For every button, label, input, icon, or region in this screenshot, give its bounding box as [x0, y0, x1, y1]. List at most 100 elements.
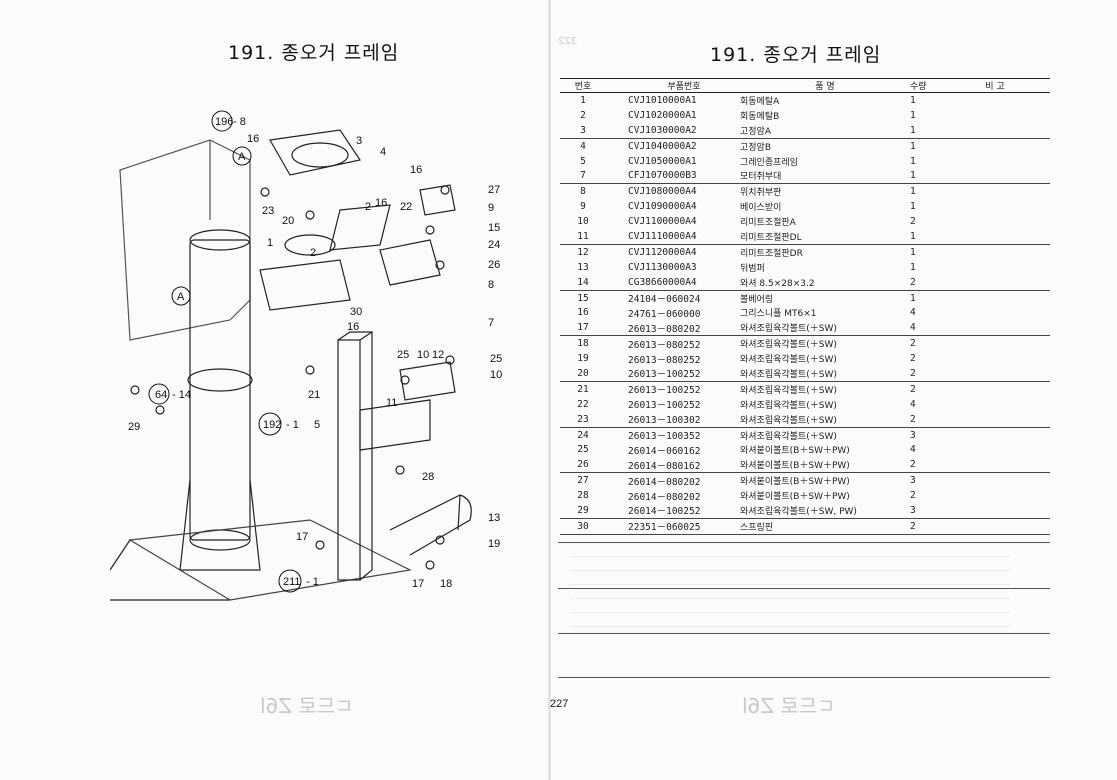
cell-part-name: 회동메탈A	[740, 96, 780, 107]
cell-quantity: 2	[910, 353, 916, 365]
bleed-through-text: ㄷ드로 Z6l	[742, 694, 836, 718]
cell-remarks	[940, 336, 1050, 351]
cell-no: 29	[560, 503, 606, 519]
cell-quantity: 2	[910, 518, 940, 535]
callout-label: A	[177, 291, 185, 303]
cell-part-number: 26013－100252	[628, 385, 701, 397]
cell-remarks	[940, 260, 1050, 275]
cell-part-name: 와셔조립육각볼트(＋SW)	[740, 431, 837, 442]
cell-part-number: CVJ1030000A2	[606, 122, 740, 139]
bleed-through-text: ㄷ드로 Z6l	[260, 694, 354, 718]
page-number: 227	[550, 698, 569, 710]
cell-part-name: 와셔조립육각볼트(＋SW)	[740, 385, 837, 396]
cell-no: 24	[577, 429, 589, 441]
cell-part-number: 24761－060000	[628, 308, 701, 320]
callout-label: 29	[128, 421, 140, 433]
header-quantity: 수량	[910, 78, 940, 93]
cell-part-number: 26014－080162	[606, 457, 740, 474]
cell-part-number: 26013－100352	[628, 431, 701, 443]
cell-quantity: 3	[910, 503, 940, 519]
diagram-svg: 196 - 8 16 3 A 4 16 27 9 23 20 2 16 22 1…	[110, 110, 502, 601]
cell-quantity: 1	[910, 94, 916, 106]
cell-remarks	[940, 199, 1050, 214]
cell-quantity: 2	[910, 490, 916, 502]
cell-part-number: 26014－100252	[606, 503, 740, 519]
cell-part-number: 26014－060162	[628, 445, 701, 457]
callout-label: 28	[422, 471, 434, 483]
callout-label: 25	[397, 349, 409, 361]
cell-part-name: 모터취부대	[740, 168, 910, 185]
left-page-title: 191. 종오거 프레임	[228, 42, 400, 64]
callout-label: 12	[432, 349, 444, 361]
cell-quantity: 4	[910, 398, 916, 410]
cell-part-name: 리미트조절판A	[740, 218, 796, 229]
callout-label: 26	[488, 259, 500, 271]
cell-part-name: 고정암A	[740, 122, 910, 139]
cell-remarks	[940, 184, 1050, 199]
cell-no: 5	[580, 155, 586, 167]
cell-quantity: 3	[910, 429, 916, 441]
cell-part-name: 와셔 8.5×28×3.2	[740, 274, 910, 291]
cell-remarks	[940, 488, 1050, 503]
cell-remarks	[940, 366, 1050, 382]
cell-no: 19	[577, 353, 589, 365]
cell-part-number: 26014－080202	[628, 491, 701, 503]
callout-label: 16	[375, 197, 387, 209]
cell-remarks	[940, 229, 1050, 245]
callout-label: 17	[296, 531, 308, 543]
cell-no: 21	[577, 383, 589, 395]
callout-label: 16	[410, 164, 422, 176]
callout-label: 20	[282, 215, 294, 227]
cell-remarks	[940, 503, 1050, 519]
callout-label: 17	[412, 578, 424, 590]
cell-part-number: CVJ1100000A4	[628, 216, 697, 228]
cell-part-number: 26013－080202	[606, 320, 740, 337]
cell-part-number: CVJ1110000A4	[606, 229, 740, 245]
callout-label: 8	[488, 279, 494, 291]
callout-label: 1	[267, 237, 273, 249]
cell-no: 7	[560, 168, 606, 185]
cell-part-number: CVJ1040000A2	[628, 140, 697, 152]
cell-part-name: 와셔붙이볼트(B＋SW＋PW)	[740, 492, 850, 503]
cell-part-number: CVJ1010000A1	[628, 94, 697, 106]
cell-remarks	[940, 442, 1050, 457]
cell-part-number: CVJ1080000A4	[628, 186, 697, 198]
cell-part-name: 위치취부판	[740, 188, 782, 199]
cell-quantity: 2	[910, 338, 916, 350]
cell-part-name: 베이스받이	[740, 203, 782, 214]
cell-part-name: 와셔조립육각볼트(＋SW)	[740, 340, 837, 351]
cell-quantity: 1	[910, 140, 916, 152]
callout-label: 27	[488, 184, 500, 196]
cell-remarks	[940, 138, 1050, 153]
callout-label: 3	[356, 135, 362, 147]
callout-label: 18	[440, 578, 452, 590]
cell-part-number: CVJ1120000A4	[628, 246, 697, 258]
callout-label: 22	[400, 201, 412, 213]
callout-label: - 8	[233, 116, 246, 128]
cell-part-number: CVJ1050000A1	[628, 155, 697, 167]
cell-part-name: 와셔붙이볼트(B＋SW＋PW)	[740, 457, 910, 474]
callout-label: - 14	[172, 389, 191, 401]
callout-label: 10	[490, 369, 502, 381]
cell-remarks	[940, 214, 1050, 229]
cell-remarks	[940, 473, 1050, 488]
blank-row-line	[558, 677, 1050, 678]
header-part-name: 품 명	[740, 78, 910, 93]
callout-label: 10	[417, 349, 429, 361]
callout-label: 5	[314, 419, 320, 431]
cell-quantity: 1	[910, 201, 916, 213]
cell-part-number: 22351－060025	[606, 518, 740, 535]
callout-label: 25	[490, 353, 502, 365]
cell-quantity: 4	[910, 307, 916, 319]
blank-row-line	[558, 588, 1050, 589]
callout-circles	[148, 110, 302, 593]
cell-remarks	[940, 93, 1050, 108]
cell-no: 30	[560, 518, 606, 535]
book-gutter	[548, 0, 551, 780]
cell-part-number: CVJ1020000A1	[628, 109, 697, 121]
